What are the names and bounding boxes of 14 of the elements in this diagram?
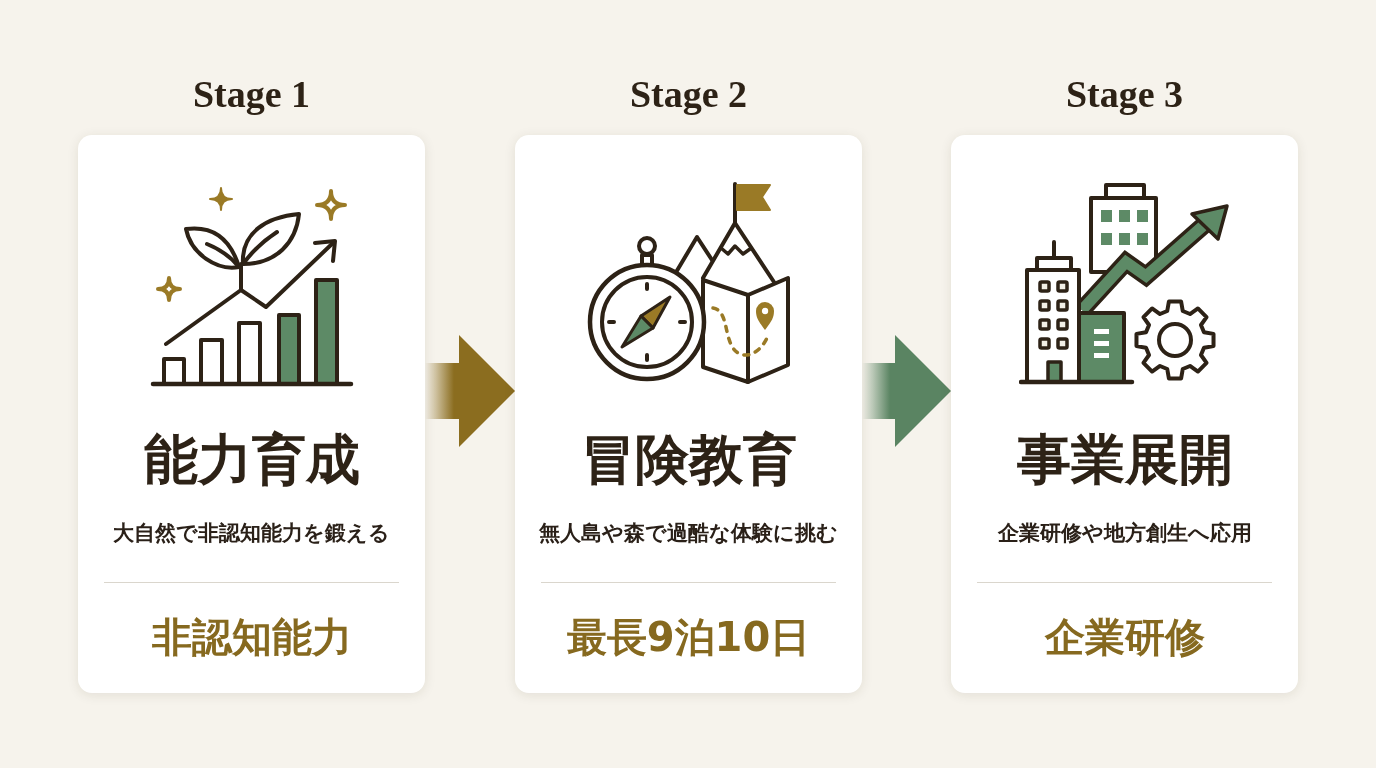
stage-description: 無人島や森で過酷な体験に挑む [539, 520, 838, 547]
arrow [862, 335, 951, 447]
stage-title: 冒険教育 [580, 429, 797, 492]
arrow [425, 335, 515, 447]
stage-heading: Stage 1 [192, 72, 311, 117]
stage-description: 大自然で非認知能力を鍛える [113, 520, 390, 547]
stage-description: 企業研修や地方創生へ応用 [997, 520, 1252, 547]
stage-keyword: 非認知能力 [151, 613, 352, 661]
stage-heading: Stage 3 [1065, 72, 1184, 117]
stage-title: 事業展開 [1016, 429, 1233, 492]
stage-title: 能力育成 [143, 429, 360, 492]
stage-keyword: 最長9泊10日 [566, 613, 811, 661]
stage-keyword: 企業研修 [1044, 613, 1205, 661]
stage-heading: Stage 2 [629, 72, 748, 117]
